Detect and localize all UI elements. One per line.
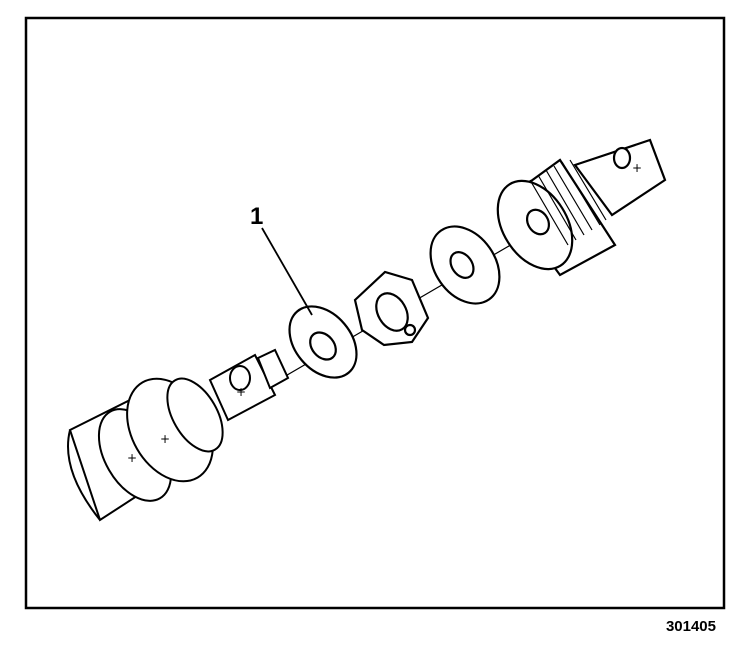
- callout-label-1: 1: [250, 203, 264, 230]
- knurl-texture: [529, 159, 607, 246]
- cross-mark: +: [236, 385, 246, 399]
- left-shaft: [67, 348, 290, 522]
- callout-leader: [261, 227, 313, 316]
- flat-washer: [429, 225, 501, 305]
- cross-mark: +: [160, 432, 170, 446]
- figure-number: 301405: [665, 618, 716, 635]
- knurled-knob: [496, 138, 667, 277]
- cross-mark: +: [127, 451, 137, 465]
- retaining-clip: [353, 270, 430, 347]
- washer-part-1: [288, 305, 358, 379]
- diagram-border: [24, 16, 726, 610]
- cross-mark: +: [632, 161, 642, 175]
